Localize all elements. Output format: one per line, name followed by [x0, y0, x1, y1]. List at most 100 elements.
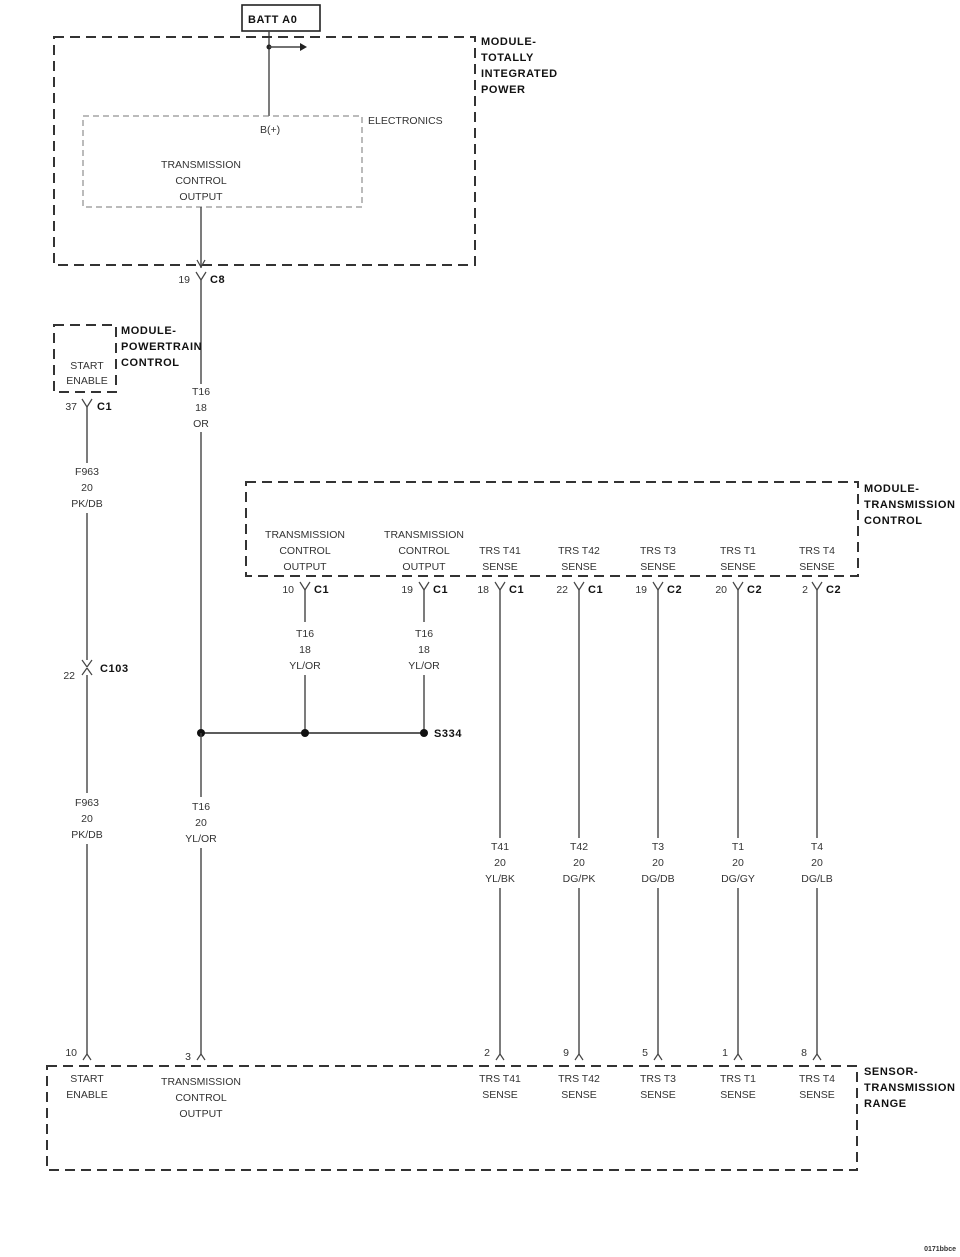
t16-sensor-3: YL/OR: [185, 833, 217, 845]
sensor-pin1-label-1: START: [70, 1073, 104, 1085]
tipm-conn: C8: [210, 274, 225, 286]
sensor-pin4-label-2: SENSE: [561, 1089, 597, 1101]
tcm-pin6-conn: C2: [747, 584, 762, 596]
pcm-title-3: CONTROL: [121, 357, 180, 369]
tcm-pin5-conn: C2: [667, 584, 682, 596]
t41-2: 20: [494, 857, 506, 869]
c103-pin: 22: [63, 670, 75, 682]
sensor-pin-connectors: [82, 1052, 822, 1061]
pcm-start-2: ENABLE: [66, 375, 107, 387]
tipm-title-3: INTEGRATED: [481, 68, 558, 80]
tcm-pin5-num: 19: [635, 584, 647, 596]
t3-3: DG/DB: [641, 873, 674, 885]
tcm-pin6-num: 20: [715, 584, 727, 596]
bplus-label: B(+): [260, 124, 280, 136]
connector-tcm-pin7-icon: [811, 581, 823, 591]
connector-tcm-pin4-icon: [573, 581, 585, 591]
t4-2: 20: [811, 857, 823, 869]
tcm-pin3-conn: C1: [509, 584, 524, 596]
tcm-pin1-label-2: CONTROL: [279, 545, 330, 557]
tipm-title-2: TOTALLY: [481, 52, 534, 64]
f963-bottom-1: F963: [75, 797, 99, 809]
batt-label: BATT A0: [248, 14, 297, 26]
tcm-pin4-label-2: SENSE: [561, 561, 597, 573]
tcm-pin2-conn: C1: [433, 584, 448, 596]
sensor-pin3-label-1: TRS T41: [479, 1073, 521, 1085]
t16-sensor-1: T16: [192, 801, 210, 813]
pcm-start-1: START: [70, 360, 104, 372]
pcm-conn: C1: [97, 401, 112, 413]
tipm-title-1: MODULE-: [481, 36, 537, 48]
sensor-title-2: TRANSMISSION: [864, 1082, 956, 1094]
tcm-title-3: CONTROL: [864, 515, 923, 527]
tcm-pin5-label-1: TRS T3: [640, 545, 676, 557]
sensor-title-3: RANGE: [864, 1098, 907, 1110]
tcm-pin1-label-1: TRANSMISSION: [265, 529, 345, 541]
tcm-pin2-label-1: TRANSMISSION: [384, 529, 464, 541]
tcm-title-1: MODULE-: [864, 483, 920, 495]
t16-tcm2-2: 18: [418, 644, 430, 656]
t4-1: T4: [811, 841, 823, 853]
connector-pcm-c1-icon: [81, 398, 93, 408]
sensor-pin3-label-2: SENSE: [482, 1089, 518, 1101]
f963-top-1: F963: [75, 466, 99, 478]
tipm-output-2: CONTROL: [175, 175, 226, 187]
t42-2: 20: [573, 857, 585, 869]
tcm-pin7-label-1: TRS T4: [799, 545, 835, 557]
tipm-output-3: OUTPUT: [179, 191, 223, 203]
sensor-pin7-label-1: TRS T4: [799, 1073, 835, 1085]
connector-tcm-pin1-icon: [299, 581, 311, 591]
t42-1: T42: [570, 841, 588, 853]
tcm-pin4-num: 22: [556, 584, 568, 596]
t16-or-label-2: 18: [195, 402, 207, 414]
sensor-pin6-label-1: TRS T1: [720, 1073, 756, 1085]
t16-sensor-2: 20: [195, 817, 207, 829]
f963-bottom-3: PK/DB: [71, 829, 103, 841]
pcm-title-1: MODULE-: [121, 325, 177, 337]
sensor-pin3-num: 2: [484, 1047, 490, 1059]
tipm-title-4: POWER: [481, 84, 526, 96]
tcm-pin1-num: 10: [282, 584, 294, 596]
tcm-pin5-label-2: SENSE: [640, 561, 676, 573]
electronics-box: [82, 115, 363, 208]
tcm-pin3-label-2: SENSE: [482, 561, 518, 573]
tcm-pin7-conn: C2: [826, 584, 841, 596]
sensor-box: [46, 1065, 858, 1171]
connector-tcm-pin5-icon: [652, 581, 664, 591]
tcm-pin6-label-1: TRS T1: [720, 545, 756, 557]
tcm-pin2-num: 19: [401, 584, 413, 596]
tcm-title-2: TRANSMISSION: [864, 499, 956, 511]
sensor-pin1-label-2: ENABLE: [66, 1089, 107, 1101]
sensor-pin2-label-1: TRANSMISSION: [161, 1076, 241, 1088]
splice-label: S334: [434, 728, 462, 740]
tcm-pin4-label-1: TRS T42: [558, 545, 600, 557]
connector-tcm-pin6-icon: [732, 581, 744, 591]
pcm-title-2: POWERTRAIN: [121, 341, 202, 353]
sensor-pin4-label-1: TRS T42: [558, 1073, 600, 1085]
sensor-title-1: SENSOR-: [864, 1066, 918, 1078]
sensor-pin2-label-3: OUTPUT: [179, 1108, 223, 1120]
f963-top-3: PK/DB: [71, 498, 103, 510]
arrow-down-icon: [196, 259, 206, 269]
tipm-pin: 19: [178, 274, 190, 286]
f963-bottom-2: 20: [81, 813, 93, 825]
t4-3: DG/LB: [801, 873, 833, 885]
splice-dot-right: [420, 729, 428, 737]
splice-dot-mid: [301, 729, 309, 737]
electronics-label: ELECTRONICS: [368, 115, 443, 127]
t41-1: T41: [491, 841, 509, 853]
f963-top-2: 20: [81, 482, 93, 494]
tipm-output-1: TRANSMISSION: [161, 159, 241, 171]
t16-or-label-1: T16: [192, 386, 210, 398]
sensor-pin5-label-2: SENSE: [640, 1089, 676, 1101]
tcm-pin2-label-3: OUTPUT: [402, 561, 446, 573]
sensor-pin7-num: 8: [801, 1047, 807, 1059]
t16-tcm1-3: YL/OR: [289, 660, 321, 672]
sensor-pin6-num: 1: [722, 1047, 728, 1059]
t1-1: T1: [732, 841, 744, 853]
t41-3: YL/BK: [485, 873, 515, 885]
tcm-pin3-num: 18: [477, 584, 489, 596]
connector-c103-icon: [81, 659, 93, 676]
c103-conn: C103: [100, 663, 129, 675]
